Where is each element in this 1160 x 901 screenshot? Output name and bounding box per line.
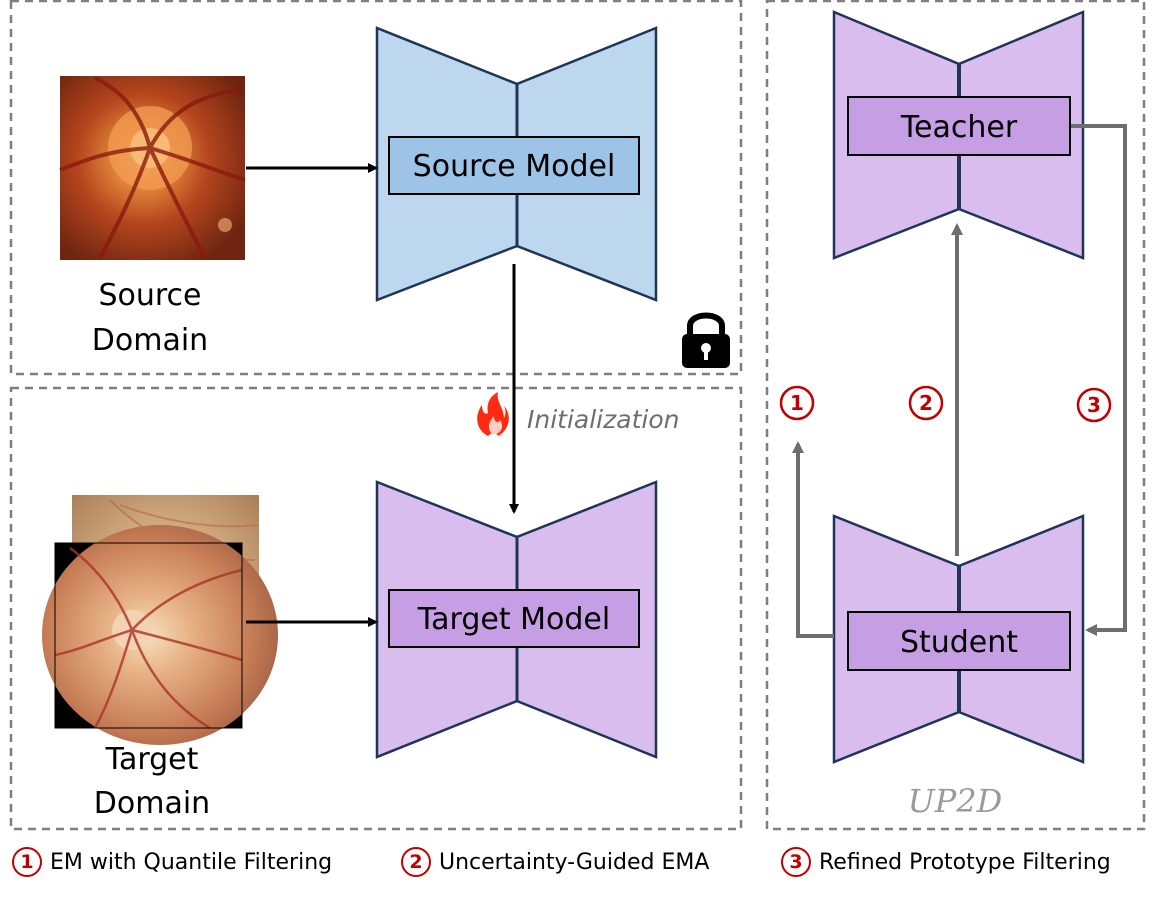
- source-panel: [9, 0, 743, 376]
- target-domain-label-line1: Target: [105, 742, 199, 777]
- legend-marker-3: 3: [781, 847, 811, 877]
- source-model-label: Source Model: [413, 149, 616, 184]
- legend-item-1: 1 EM with Quantile Filtering: [12, 842, 332, 882]
- target-domain-label-line2: Domain: [94, 786, 210, 821]
- source-fundus-image: [59, 76, 246, 260]
- legend-marker-2: 2: [401, 847, 431, 877]
- student-model: Student: [832, 514, 1085, 764]
- teacher-model: Teacher: [832, 10, 1085, 260]
- source-domain-label-line1: Source: [98, 278, 201, 313]
- student-label: Student: [900, 625, 1018, 660]
- target-model: Target Model: [375, 480, 658, 759]
- step3-arrow: [1071, 124, 1127, 636]
- target-model-label: Target Model: [417, 602, 610, 637]
- source-model: Source Model: [375, 26, 658, 302]
- teacher-label-box: [847, 96, 1071, 156]
- source-domain-label-line2: Domain: [92, 323, 208, 358]
- step3-marker: 3: [1076, 387, 1112, 423]
- step1-marker: 1: [779, 385, 815, 421]
- method-name: UP2D: [908, 782, 1003, 820]
- legend-item-3: 3 Refined Prototype Filtering: [781, 842, 1111, 882]
- step1-arrow: [792, 441, 834, 638]
- target-model-label-box: [388, 589, 640, 648]
- svg-text:1: 1: [790, 391, 804, 415]
- up2d-panel: [765, 0, 1146, 831]
- step2-marker: 2: [908, 385, 944, 421]
- legend-text-2: Uncertainty-Guided EMA: [439, 849, 710, 875]
- legend-marker-1: 1: [12, 847, 42, 877]
- source-model-label-box: [388, 136, 640, 195]
- svg-text:3: 3: [1087, 393, 1101, 417]
- initialization-label: Initialization: [527, 405, 679, 434]
- target-panel: [9, 386, 743, 831]
- lock-icon: [682, 312, 730, 368]
- target-fundus-image-front: [42, 525, 278, 745]
- fire-icon: [477, 392, 509, 436]
- legend-text-3: Refined Prototype Filtering: [819, 849, 1111, 875]
- student-label-box: [847, 611, 1071, 671]
- teacher-label: Teacher: [900, 110, 1018, 145]
- legend-text-1: EM with Quantile Filtering: [50, 849, 333, 875]
- legend-item-2: 2 Uncertainty-Guided EMA: [401, 842, 709, 882]
- svg-text:2: 2: [919, 391, 933, 415]
